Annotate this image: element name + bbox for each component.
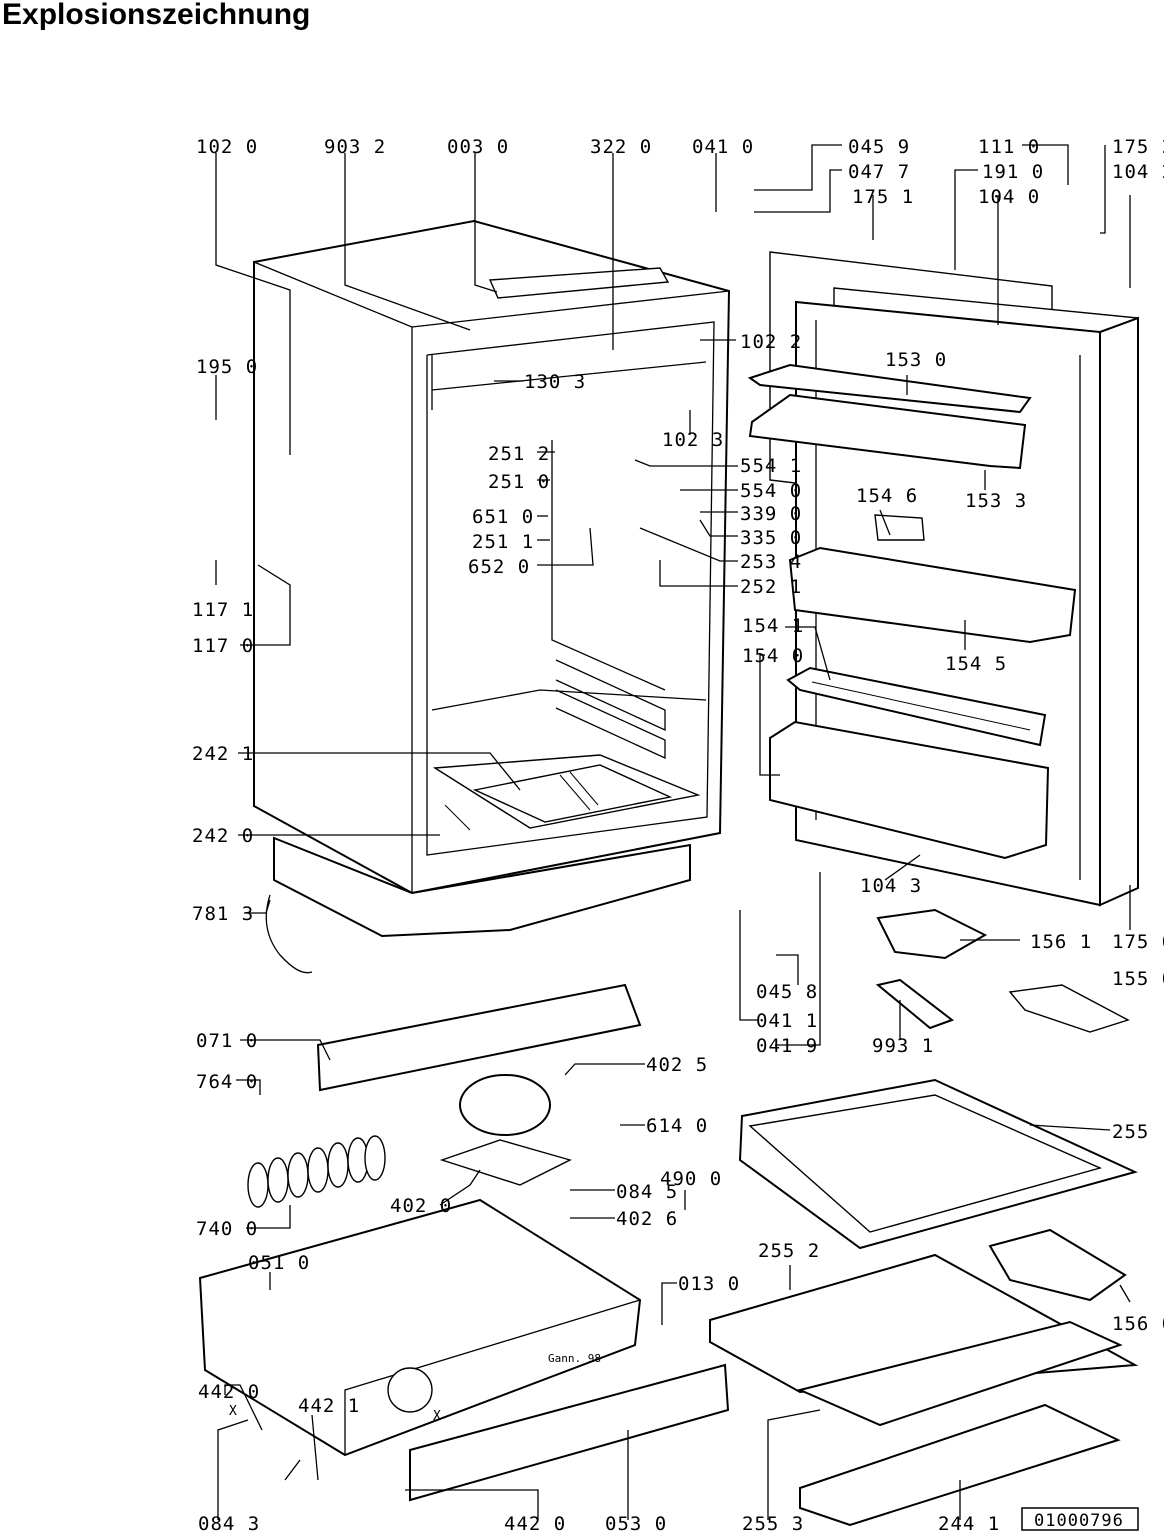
part-label: 402 5 — [646, 1054, 708, 1076]
part-label: 253 4 — [740, 551, 802, 573]
part-label: 442 0 — [504, 1513, 566, 1535]
part-label: 402 0 — [390, 1195, 452, 1217]
part-label: 764 0 — [196, 1071, 258, 1093]
part-label: 102 0 — [196, 136, 258, 158]
part-label: 047 7 — [848, 161, 910, 183]
part-label: 003 0 — [447, 136, 509, 158]
part-labels: 102 0 903 2 003 0 322 0 041 0 045 9 047 … — [192, 136, 1164, 1535]
part-label: 104 0 — [978, 186, 1040, 208]
part-label: 041 0 — [692, 136, 754, 158]
drawing-number-box: 01000796 — [1021, 1507, 1139, 1531]
part-label: 255 3 — [742, 1513, 804, 1535]
leader-lines — [215, 144, 1131, 1520]
part-label: 053 0 — [605, 1513, 667, 1535]
part-label: 084 5 — [616, 1181, 678, 1203]
part-label: 251 1 — [472, 531, 534, 553]
part-label: 251 2 — [488, 443, 550, 465]
part-label: 045 8 — [756, 981, 818, 1003]
part-label: 154 5 — [945, 653, 1007, 675]
part-label: 051 0 — [248, 1252, 310, 1274]
part-label: 335 0 — [740, 527, 802, 549]
condenser-coil — [247, 1135, 386, 1208]
part-label: 117 1 — [192, 599, 254, 621]
part-label: 651 0 — [472, 506, 534, 528]
door-assembly — [747, 251, 1139, 907]
part-label: 614 0 — [646, 1115, 708, 1137]
part-label: 155 0 — [1112, 968, 1164, 990]
part-label: 191 0 — [982, 161, 1044, 183]
part-label: 117 0 — [192, 635, 254, 657]
cross-marker: X — [433, 1409, 442, 1424]
part-label: 102 2 — [740, 331, 802, 353]
part-label: 175 1 — [852, 186, 914, 208]
part-label: 084 3 — [198, 1513, 260, 1535]
part-label: 652 0 — [468, 556, 530, 578]
machine-compartment — [198, 894, 730, 1502]
date-stamp: Gann. 98 — [548, 1352, 601, 1365]
part-label: 252 1 — [740, 576, 802, 598]
part-label: 153 0 — [885, 349, 947, 371]
part-label: 156 1 — [1030, 931, 1092, 953]
part-label: 242 0 — [192, 825, 254, 847]
part-label: 402 6 — [616, 1208, 678, 1230]
part-label: 244 1 — [938, 1513, 1000, 1535]
part-label: 071 0 — [196, 1030, 258, 1052]
part-label: 156 0 — [1112, 1313, 1164, 1335]
part-label: 993 1 — [872, 1035, 934, 1057]
part-label: 041 1 — [756, 1010, 818, 1032]
part-label: 154 0 — [742, 645, 804, 667]
part-label: 255 1 — [1112, 1121, 1164, 1143]
drawing-number: 01000796 — [1034, 1511, 1124, 1531]
page-title: Explosionszeichnung — [2, 0, 311, 31]
part-label: 195 0 — [196, 356, 258, 378]
part-label: 175 2 — [1112, 136, 1164, 158]
part-label: 490 0 — [660, 1168, 722, 1190]
part-label: 130 3 — [524, 371, 586, 393]
glass-shelves — [709, 908, 1139, 1527]
part-label: 442 1 — [298, 1395, 360, 1417]
part-label: 781 3 — [192, 903, 254, 925]
part-label: 175 0 — [1112, 931, 1164, 953]
part-label: 554 1 — [740, 455, 802, 477]
part-label: 153 3 — [965, 490, 1027, 512]
part-label: 242 1 — [192, 743, 254, 765]
part-label: 251 0 — [488, 471, 550, 493]
part-label: 111 0 — [978, 136, 1040, 158]
part-label: 104 3 — [860, 875, 922, 897]
part-label: 104 2 — [1112, 161, 1164, 183]
part-label: 322 0 — [590, 136, 652, 158]
part-label: 154 1 — [742, 615, 804, 637]
part-label: 013 0 — [678, 1273, 740, 1295]
part-label: 045 9 — [848, 136, 910, 158]
part-label: 102 3 — [662, 429, 724, 451]
cabinet-body — [253, 219, 731, 938]
part-label: 740 0 — [196, 1218, 258, 1240]
part-label: 339 0 — [740, 503, 802, 525]
part-label: 255 2 — [758, 1240, 820, 1262]
part-label: 154 6 — [856, 485, 918, 507]
part-label: 442 0 — [198, 1381, 260, 1403]
part-label: 554 0 — [740, 480, 802, 502]
part-label: 041 9 — [756, 1035, 818, 1057]
part-label: 903 2 — [324, 136, 386, 158]
cross-marker: X — [229, 1404, 238, 1419]
